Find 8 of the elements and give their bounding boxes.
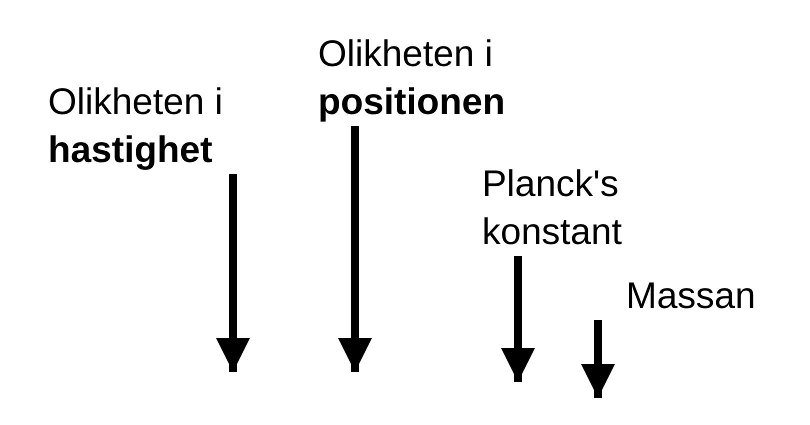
label-text: Planck's konstant [482,162,623,254]
label-text: Massan [626,274,756,318]
label-text: Olikheten i hastighet [48,80,224,172]
arrow [581,320,615,398]
arrow [216,174,250,372]
label-text: Olikheten i positionen [318,32,506,124]
arrow [338,126,372,372]
arrow [501,256,535,382]
